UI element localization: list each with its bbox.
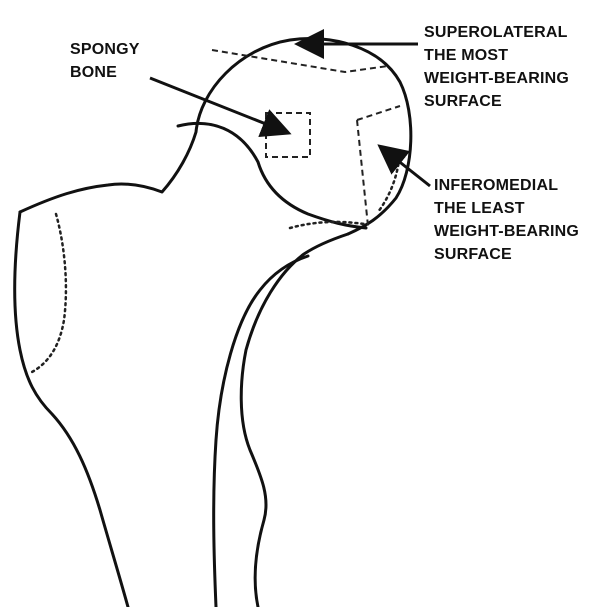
femur-outline bbox=[15, 39, 411, 607]
inferomedial-label-line: INFEROMEDIAL bbox=[434, 174, 579, 197]
superolateral-label-line: SURFACE bbox=[424, 90, 569, 113]
spongy-bone-label-line: SPONGY bbox=[70, 38, 140, 61]
inferomedial-region bbox=[357, 106, 400, 226]
inferomedial-label-line: THE LEAST bbox=[434, 197, 579, 220]
superolateral-label-line: THE MOST bbox=[424, 44, 569, 67]
inferomedial-label-line: WEIGHT-BEARING bbox=[434, 220, 579, 243]
inferomedial-label: INFEROMEDIAL THE LEAST WEIGHT-BEARING SU… bbox=[434, 174, 579, 266]
cortical-dotted-lines bbox=[32, 152, 400, 372]
superolateral-label-line: SUPEROLATERAL bbox=[424, 21, 569, 44]
spongy-bone-region bbox=[266, 113, 310, 157]
spongy-bone-label: SPONGY BONE bbox=[70, 38, 140, 84]
arrow-spongy bbox=[150, 78, 286, 132]
arrow-inferomedial bbox=[382, 148, 430, 186]
inferomedial-label-line: SURFACE bbox=[434, 243, 579, 266]
superolateral-label: SUPEROLATERAL THE MOST WEIGHT-BEARING SU… bbox=[424, 21, 569, 113]
superolateral-label-line: WEIGHT-BEARING bbox=[424, 67, 569, 90]
spongy-bone-label-line: BONE bbox=[70, 61, 140, 84]
